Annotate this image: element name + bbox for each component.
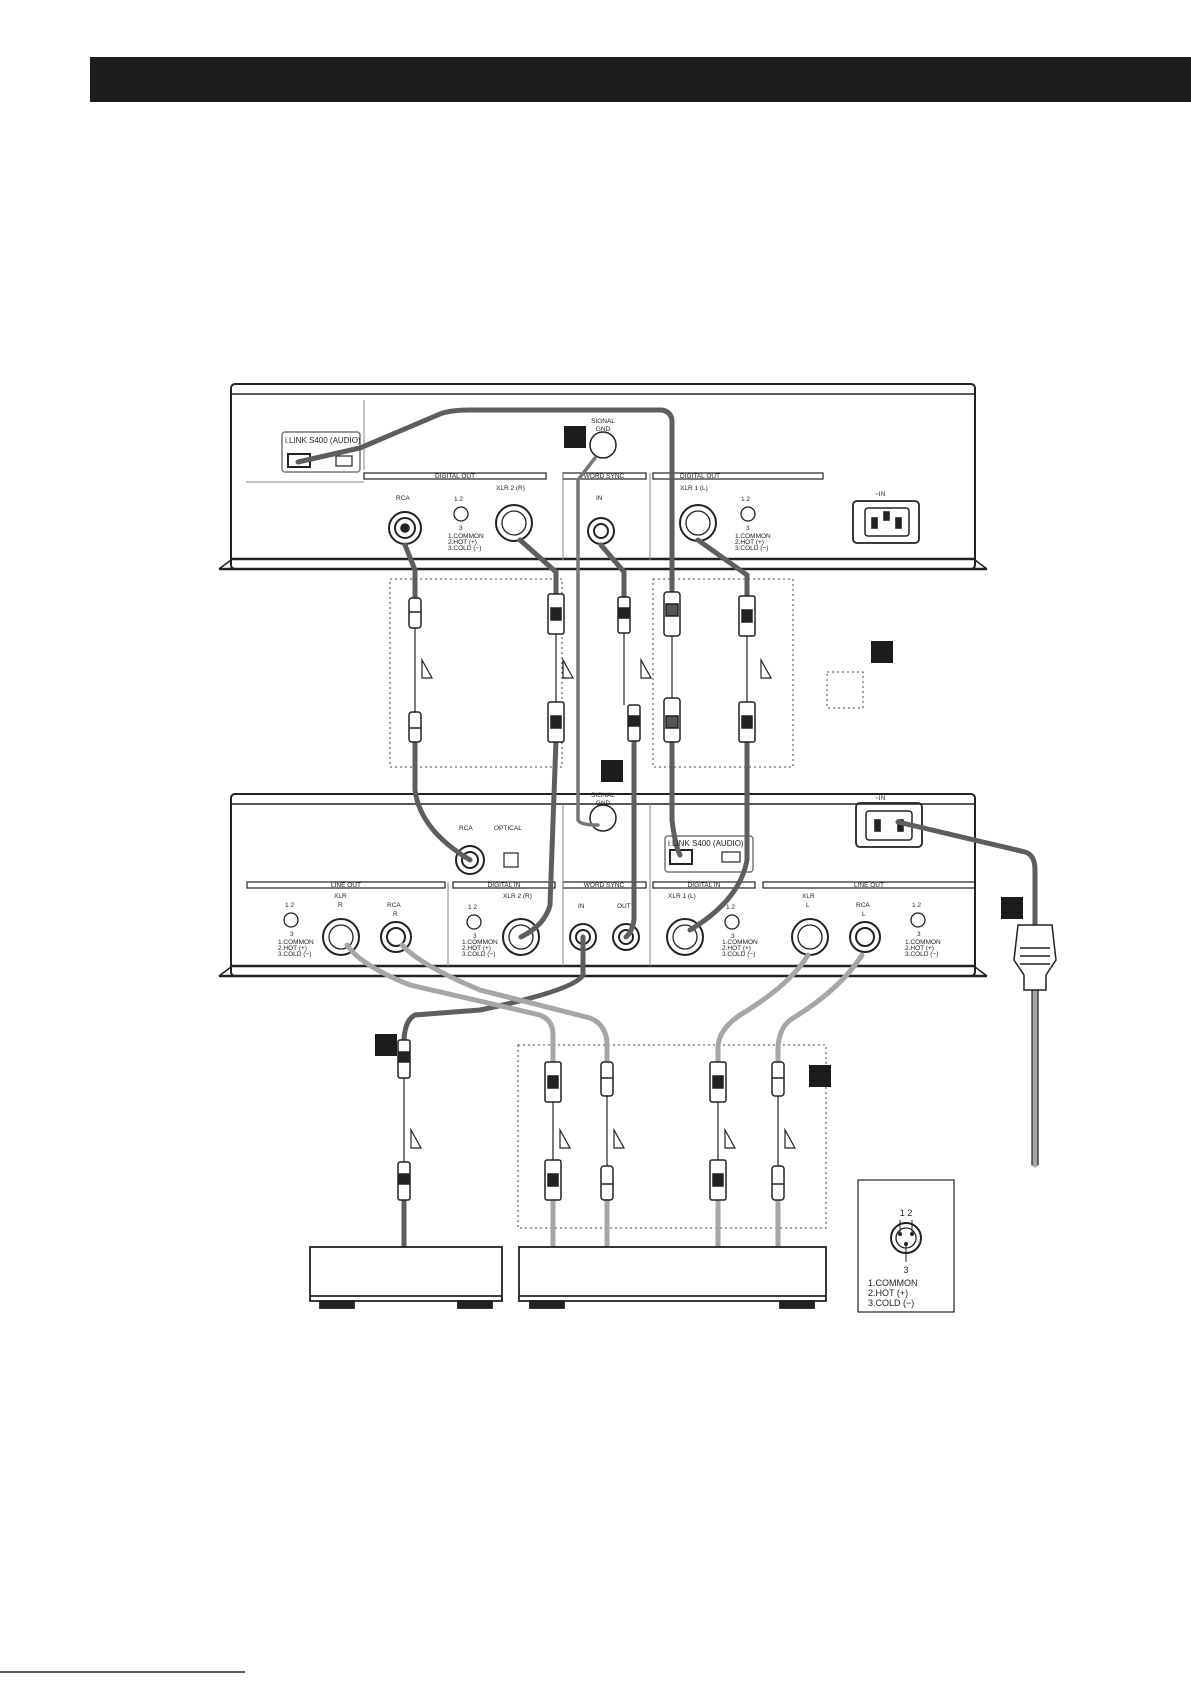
top-digital-out-left: DIGITAL OUT <box>435 473 475 480</box>
top-pin-desc-right-2: 2.HOT (+) <box>735 539 764 546</box>
bottom-pin-desc-1c: 3.COLD (−) <box>278 951 311 958</box>
cable-groups <box>389 578 864 1229</box>
bottom-pin-desc-4a: 1.COMMON <box>905 939 941 946</box>
bottom-rca-label: RCA <box>459 825 473 832</box>
top-pin-nums-right: 1 2 <box>741 496 750 503</box>
bottom-gnd-label: GND <box>596 800 611 807</box>
top-signal-label: SIGNAL <box>591 418 615 425</box>
bottom-xlr-r-sub: R <box>338 902 343 909</box>
bottom-unit <box>218 793 988 978</box>
bottom-xlr1-label: XLR 1 (L) <box>668 893 696 900</box>
bottom-pin-three-1: 3 <box>290 931 294 938</box>
top-pin-desc-left-3: 3.COLD (−) <box>448 545 481 552</box>
top-pin-nums-left: 1 2 <box>454 496 463 503</box>
top-digital-out-right: DIGITAL OUT <box>680 473 720 480</box>
bottom-rca-l-sub: L <box>862 911 866 918</box>
bottom-pin-desc-1a: 1.COMMON <box>278 939 314 946</box>
legend-pin-bottom: 3 <box>903 1265 908 1275</box>
top-ac-in-label: ~IN <box>875 491 886 498</box>
bottom-rca-r-title: RCA <box>387 902 401 909</box>
bottom-pin-nums-3: 1 2 <box>726 904 735 911</box>
bottom-in-label: IN <box>578 903 585 910</box>
top-gnd-label: GND <box>596 426 611 433</box>
bottom-pin-three-4: 3 <box>917 931 921 938</box>
bottom-pin-desc-2b: 2.HOT (+) <box>462 945 491 952</box>
bottom-pin-three-2: 3 <box>473 933 477 940</box>
labels: i.LINK S400 (AUDIO) SIGNAL GND DIGITAL O… <box>278 418 941 1308</box>
bottom-xlr2-label: XLR 2 (R) <box>503 893 532 900</box>
bottom-optical-label: OPTICAL <box>494 825 522 832</box>
top-pin-desc-left-2: 2.HOT (+) <box>448 539 477 546</box>
bottom-xlr-l-sub: L <box>806 902 810 909</box>
bottom-xlr-r-title: XLR <box>334 893 347 900</box>
cable-flags <box>410 657 797 1149</box>
top-pin-three-left: 3 <box>459 525 463 532</box>
bottom-word-sync: WORD SYNC <box>584 882 625 889</box>
legend-pins-top: 1 2 <box>900 1208 913 1218</box>
bottom-pin-desc-2a: 1.COMMON <box>462 939 498 946</box>
bottom-pin-nums-1: 1 2 <box>285 902 294 909</box>
top-pin-desc-right-3: 3.COLD (−) <box>735 545 768 552</box>
bottom-pin-three-3: 3 <box>731 933 735 940</box>
bottom-rca-r-sub: R <box>393 911 398 918</box>
bottom-out-label: OUT <box>617 903 631 910</box>
bottom-pin-desc-4c: 3.COLD (−) <box>905 951 938 958</box>
top-pin-desc-left-1: 1.COMMON <box>448 533 484 540</box>
bottom-line-out-left: LINE OUT <box>331 882 361 889</box>
bottom-ilink-label: i.LINK S400 (AUDIO) <box>668 839 744 848</box>
bottom-signal-label: SIGNAL <box>591 792 615 799</box>
top-pin-three-right: 3 <box>746 525 750 532</box>
top-rca-label: RCA <box>396 495 410 502</box>
legend-line-1: 1.COMMON <box>868 1278 918 1288</box>
bottom-digital-in-left: DIGITAL IN <box>488 882 521 889</box>
bottom-pin-desc-4b: 2.HOT (+) <box>905 945 934 952</box>
bottom-rca-l-title: RCA <box>856 902 870 909</box>
bottom-pin-desc-2c: 3.COLD (−) <box>462 951 495 958</box>
bottom-pin-desc-3b: 2.HOT (+) <box>722 945 751 952</box>
bottom-pin-desc-3a: 1.COMMON <box>722 939 758 946</box>
bottom-digital-in-right: DIGITAL IN <box>688 882 721 889</box>
top-xlr1-label: XLR 1 (L) <box>680 485 708 492</box>
top-in-label: IN <box>596 495 603 502</box>
connector-plugs <box>397 591 1057 1201</box>
xlr-pin-legend <box>857 1179 955 1313</box>
top-unit <box>218 383 988 571</box>
bottom-ac-in-label: ~IN <box>875 795 886 802</box>
bottom-line-out-right: LINE OUT <box>854 882 884 889</box>
external-devices <box>309 1246 827 1309</box>
bottom-pin-desc-3c: 3.COLD (−) <box>722 951 755 958</box>
legend-line-3: 3.COLD (−) <box>868 1298 914 1308</box>
header-bar <box>90 57 1191 102</box>
step-markers <box>375 426 1023 1087</box>
bottom-xlr-l-title: XLR <box>802 893 815 900</box>
legend-line-2: 2.HOT (+) <box>868 1288 908 1298</box>
top-word-sync: WORD SYNC <box>584 473 625 480</box>
bottom-pin-desc-1b: 2.HOT (+) <box>278 945 307 952</box>
top-xlr2-label: XLR 2 (R) <box>496 485 525 492</box>
bottom-pin-nums-2: 1 2 <box>468 904 477 911</box>
top-ilink-label: i.LINK S400 (AUDIO) <box>285 436 361 445</box>
top-pin-desc-right-1: 1.COMMON <box>735 533 771 540</box>
bottom-pin-nums-4: 1 2 <box>912 902 921 909</box>
